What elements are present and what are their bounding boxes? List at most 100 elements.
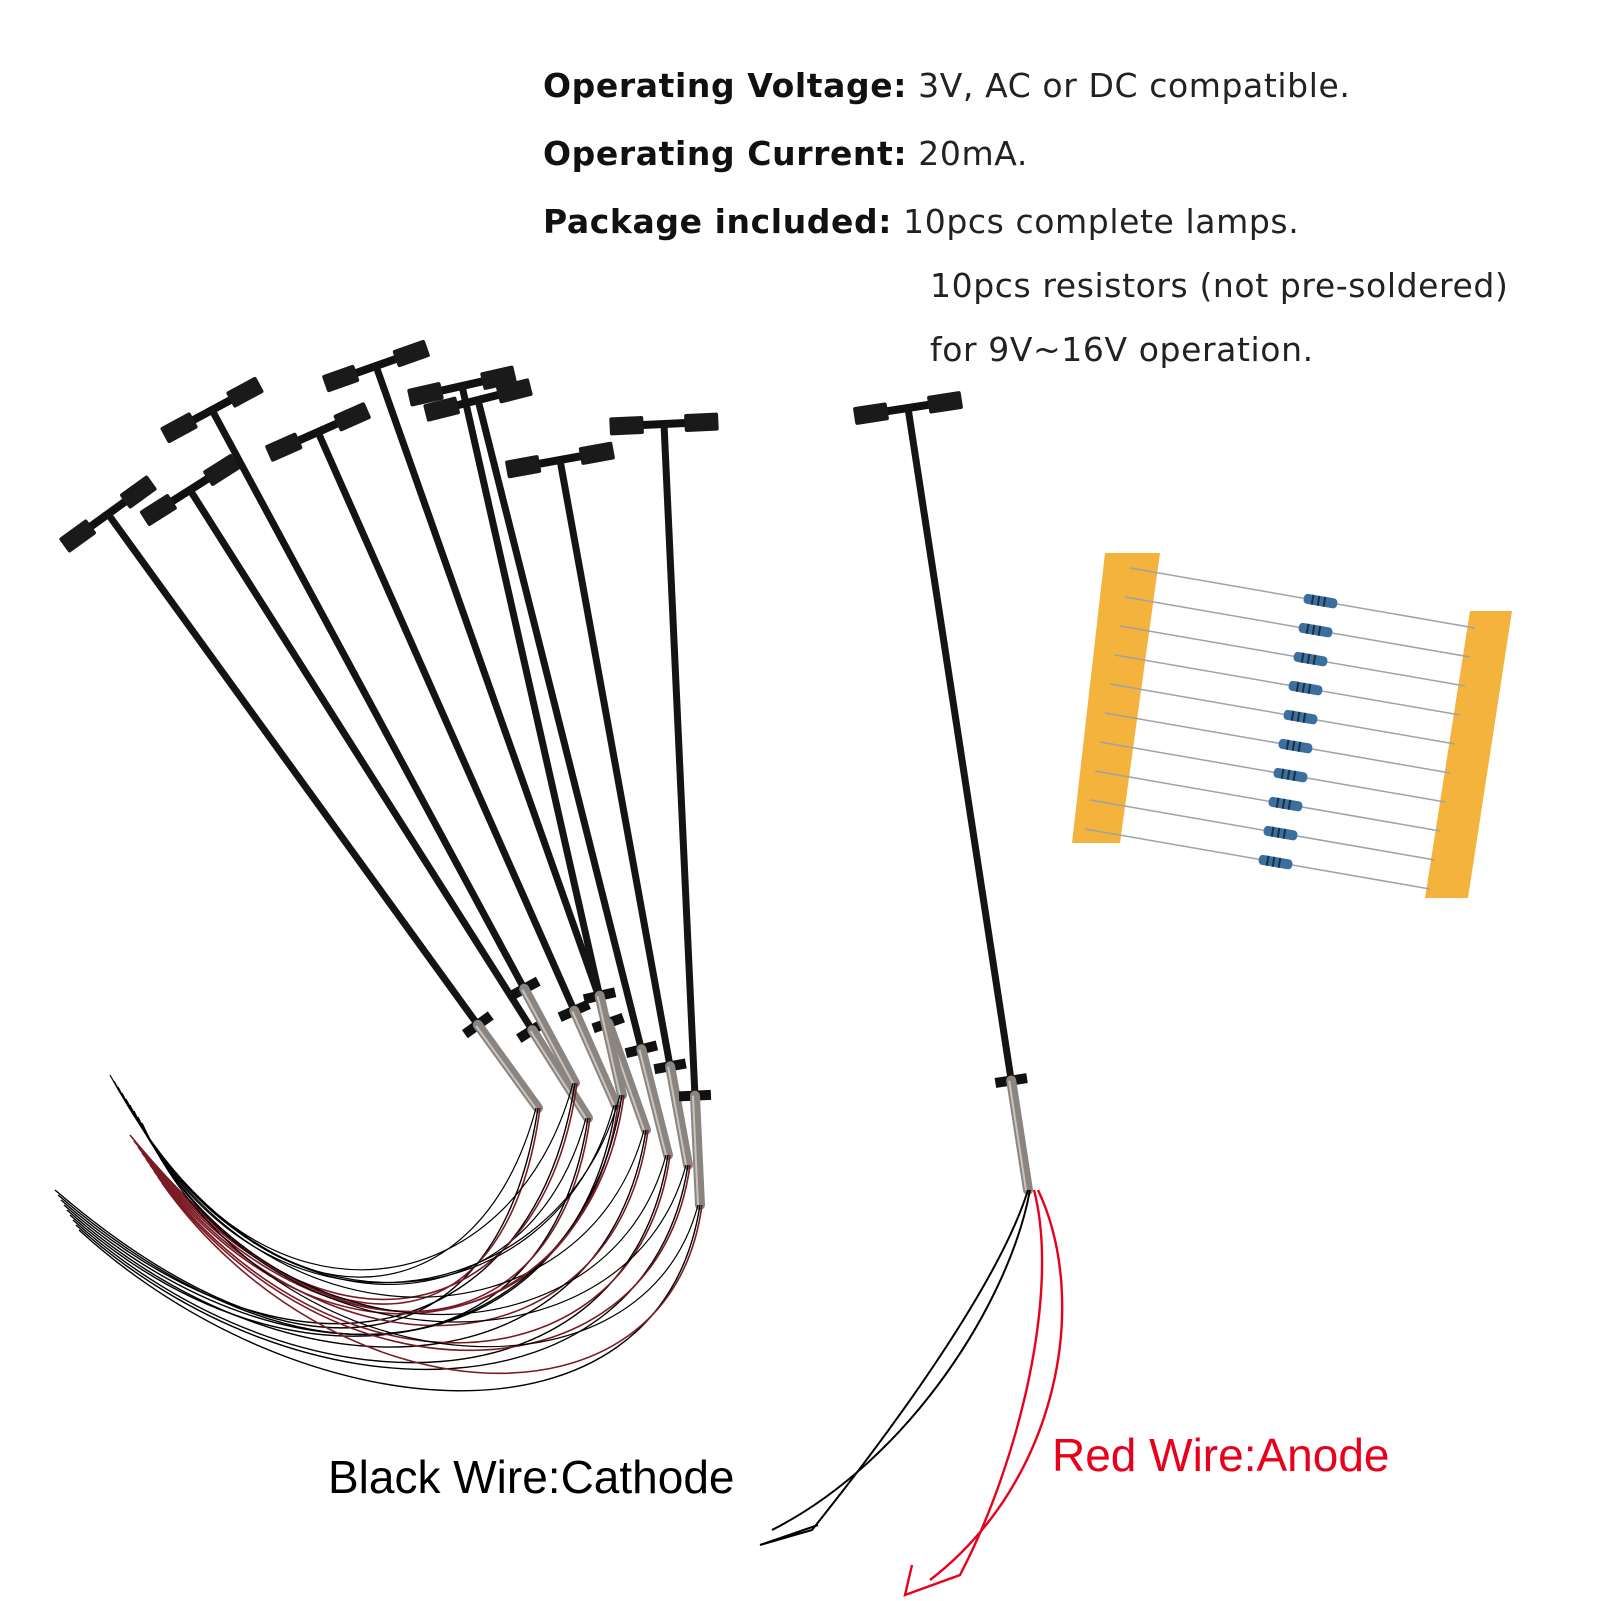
lamp-sleeve: [1006, 1075, 1033, 1195]
spec-value: 10pcs complete lamps.: [903, 202, 1300, 241]
black-wire: [125, 1098, 645, 1298]
spec-value: 20mA.: [918, 134, 1028, 173]
resistor-band: [1275, 797, 1280, 808]
lamp: [63, 402, 621, 1336]
resistor-band: [1301, 682, 1306, 693]
black-wire: [129, 1094, 621, 1284]
resistor-lead: [1114, 654, 1461, 716]
resistor-band: [1276, 827, 1281, 838]
red-wire: [153, 1154, 671, 1344]
resistor-band: [1282, 828, 1287, 839]
black-wire: [75, 1164, 689, 1370]
lamp-sleeve-highlight: [475, 1025, 538, 1110]
resistor-lead: [1094, 770, 1441, 832]
red-wire: [145, 1129, 649, 1327]
lamp: [759, 391, 1064, 1597]
resistor-band: [1302, 712, 1307, 723]
lamp: [69, 365, 627, 1337]
lamp-sleeve-highlight: [596, 995, 622, 1096]
lamp-pole: [904, 407, 1015, 1082]
lamp-head-block: [322, 364, 360, 393]
resistor-lead: [1109, 683, 1456, 745]
black-wire: [54, 1107, 539, 1329]
resistor-band: [1312, 654, 1317, 665]
spec-label: Operating Current:: [543, 134, 908, 173]
lamp-sleeve: [472, 1019, 543, 1113]
black-wire: [141, 1122, 699, 1348]
lamp: [78, 412, 719, 1392]
resistor-lead: [1104, 712, 1451, 774]
resistor-band: [1295, 681, 1300, 692]
lamp-sleeve: [594, 990, 627, 1100]
resistor-body: [1283, 709, 1318, 725]
resistor-lead: [1099, 741, 1446, 803]
lamp-pole: [208, 408, 528, 991]
red-wire: [161, 1182, 703, 1375]
lamp-head-block: [684, 412, 719, 432]
lamp-pole: [187, 488, 536, 1032]
lamp: [72, 378, 673, 1364]
lamp-sleeve: [665, 1061, 693, 1170]
resistor-body: [1263, 825, 1298, 841]
red-wire: [157, 1164, 691, 1352]
lamp-head-block: [333, 402, 371, 432]
lamp-pole: [372, 364, 612, 1025]
lamp-head-block: [120, 475, 157, 509]
resistor-band: [1277, 857, 1282, 868]
resistor-band: [1322, 596, 1327, 607]
resistor-band: [1311, 624, 1316, 635]
resistor-band: [1292, 770, 1297, 781]
lamp-head-block: [578, 441, 615, 465]
lamp-sleeve-highlight: [571, 1011, 616, 1107]
lamp-pole: [556, 459, 674, 1067]
package-line-operation: for 9V~16V operation.: [930, 330, 1314, 369]
black-wire: [60, 1082, 576, 1325]
lamp-head-block: [853, 402, 889, 425]
resistor-band: [1291, 740, 1296, 751]
tape-left: [1072, 553, 1160, 843]
lamp-head-block: [423, 396, 460, 422]
resistor-body: [1268, 796, 1303, 812]
lamp-sleeve-highlight: [529, 1030, 588, 1120]
resistor-band: [1310, 594, 1315, 605]
resistor-band: [1287, 799, 1292, 810]
lamp-head-block: [203, 454, 241, 486]
resistor-band: [1307, 683, 1312, 694]
lamp: [54, 475, 543, 1329]
black-wire: [72, 1154, 669, 1364]
resistor-body: [1298, 622, 1333, 638]
lamp-sleeve-highlight: [521, 989, 575, 1085]
resistor-band: [1317, 625, 1322, 636]
spec-operating-voltage: Operating Voltage: 3V, AC or DC compatib…: [543, 66, 1351, 105]
resistor-lead: [1124, 596, 1471, 658]
resistor-band: [1300, 652, 1305, 663]
single-lamp: [759, 391, 1064, 1597]
lamp-head-block: [139, 494, 177, 526]
resistor-body: [1258, 854, 1293, 870]
resistor-band: [1285, 739, 1290, 750]
lamp-sleeve: [636, 1044, 673, 1160]
resistor-lead: [1129, 567, 1476, 629]
lamp-head-block: [927, 391, 963, 414]
lamp-pole: [105, 511, 481, 1027]
resistor-band: [1296, 711, 1301, 722]
lamp-sleeve-highlight: [1008, 1080, 1028, 1191]
resistor-body: [1303, 593, 1338, 609]
lamp-head-block: [160, 412, 198, 444]
lamp-head-block: [265, 432, 303, 462]
red-wire-label: Red Wire:Anode: [1052, 1429, 1390, 1481]
spec-label: Operating Voltage:: [543, 66, 908, 105]
tape-right: [1425, 611, 1512, 898]
lamp-head-block: [505, 455, 542, 479]
lamp-sleeve: [527, 1025, 593, 1123]
black-wire: [69, 1094, 623, 1337]
black-wire: [66, 1129, 647, 1348]
resistor-lead: [1084, 828, 1431, 890]
resistor-lead: [1119, 625, 1466, 687]
resistor-band: [1281, 798, 1286, 809]
lamp-sleeve-highlight: [691, 1095, 700, 1206]
lamp-head-block: [609, 416, 644, 436]
spec-package-included: Package included: 10pcs complete lamps.: [543, 202, 1299, 241]
